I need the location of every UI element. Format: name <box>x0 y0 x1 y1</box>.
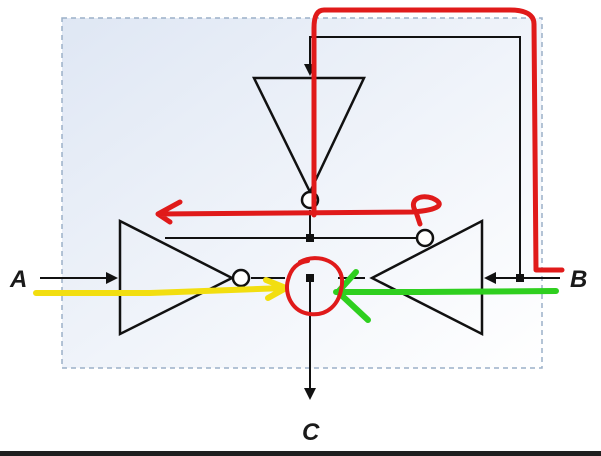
label-a: A <box>9 266 27 293</box>
feedback-wire <box>309 36 521 278</box>
red-double-arrow-annotation <box>155 194 442 227</box>
green-annotation-stroke <box>333 269 559 323</box>
enable-junction <box>306 234 314 242</box>
input-b-junction <box>516 274 524 282</box>
top-buffer-triangle <box>251 76 366 195</box>
arrow-into-right-gate <box>484 272 496 284</box>
label-c: C <box>302 419 320 446</box>
left-buffer-inversion-bubble <box>231 268 251 288</box>
arrow-into-left-gate <box>106 272 118 284</box>
red-circle-annotation <box>285 256 345 317</box>
label-b: B <box>570 266 587 293</box>
arrow-output-c <box>304 388 316 400</box>
left-buffer-triangle <box>118 218 235 337</box>
output-junction <box>306 274 314 282</box>
right-buffer-inversion-bubble <box>415 228 435 248</box>
red-path-annotation <box>311 7 565 273</box>
junction-dots <box>306 234 524 282</box>
circuit-bounding-box <box>61 17 543 369</box>
right-buffer-triangle <box>369 218 484 337</box>
